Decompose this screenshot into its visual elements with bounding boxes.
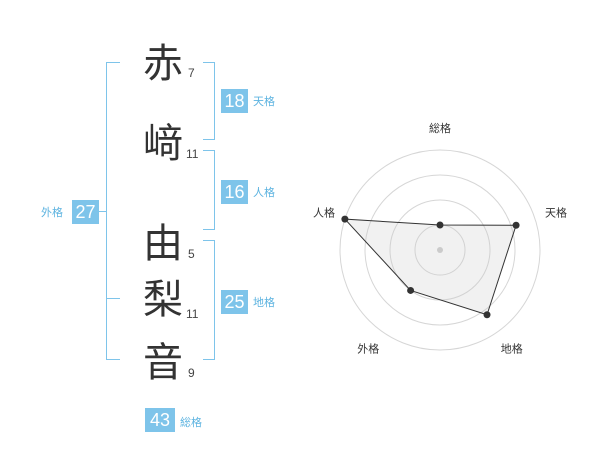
name-char-5: 音	[143, 340, 183, 386]
name-char-4: 梨	[143, 277, 183, 323]
stroke-count-1: 7	[188, 66, 195, 80]
gaikaku-bracket	[106, 62, 120, 360]
gaikaku-bracket-stub	[99, 211, 107, 212]
chikaku-bracket	[203, 240, 215, 360]
gaikaku-label: 外格	[41, 206, 63, 219]
radar-axis-label-5: 人格	[313, 205, 335, 219]
radar-polygon	[343, 218, 517, 316]
tenkaku-label: 天格	[253, 95, 275, 108]
soukaku-label: 総格	[180, 416, 202, 429]
radar-point-3	[483, 311, 491, 319]
radar-point-4	[407, 286, 415, 294]
gaikaku-badge: 27	[72, 200, 99, 224]
radar-point-2	[512, 221, 520, 229]
radar-axis-label-3: 地格	[501, 342, 523, 356]
name-char-3: 由	[143, 221, 183, 267]
tenkaku-badge: 18	[221, 89, 248, 113]
radar-axis-label-4: 外格	[357, 342, 379, 356]
name-char-2: 﨑	[143, 121, 183, 167]
jinkaku-bracket	[203, 150, 215, 230]
radar-point-5	[341, 215, 349, 223]
radar-axis-label-1: 総格	[429, 121, 451, 135]
stroke-count-3: 5	[188, 247, 195, 261]
stroke-count-5: 9	[188, 366, 195, 380]
stroke-count-2: 11	[186, 147, 199, 161]
jinkaku-badge: 16	[221, 180, 248, 204]
radar-center	[437, 247, 443, 253]
jinkaku-label: 人格	[253, 186, 275, 199]
radar-axis-label-2: 天格	[545, 205, 567, 219]
soukaku-badge: 43	[145, 408, 175, 432]
gaikaku-bracket-notch	[106, 298, 120, 299]
radar-ring	[364, 174, 516, 326]
radar-point-1	[436, 221, 444, 229]
chikaku-label: 地格	[253, 296, 275, 309]
tenkaku-bracket	[203, 62, 215, 140]
stroke-count-4: 11	[186, 307, 199, 321]
chikaku-badge: 25	[221, 290, 248, 314]
name-char-1: 赤	[143, 41, 183, 87]
radar-ring	[339, 149, 541, 351]
